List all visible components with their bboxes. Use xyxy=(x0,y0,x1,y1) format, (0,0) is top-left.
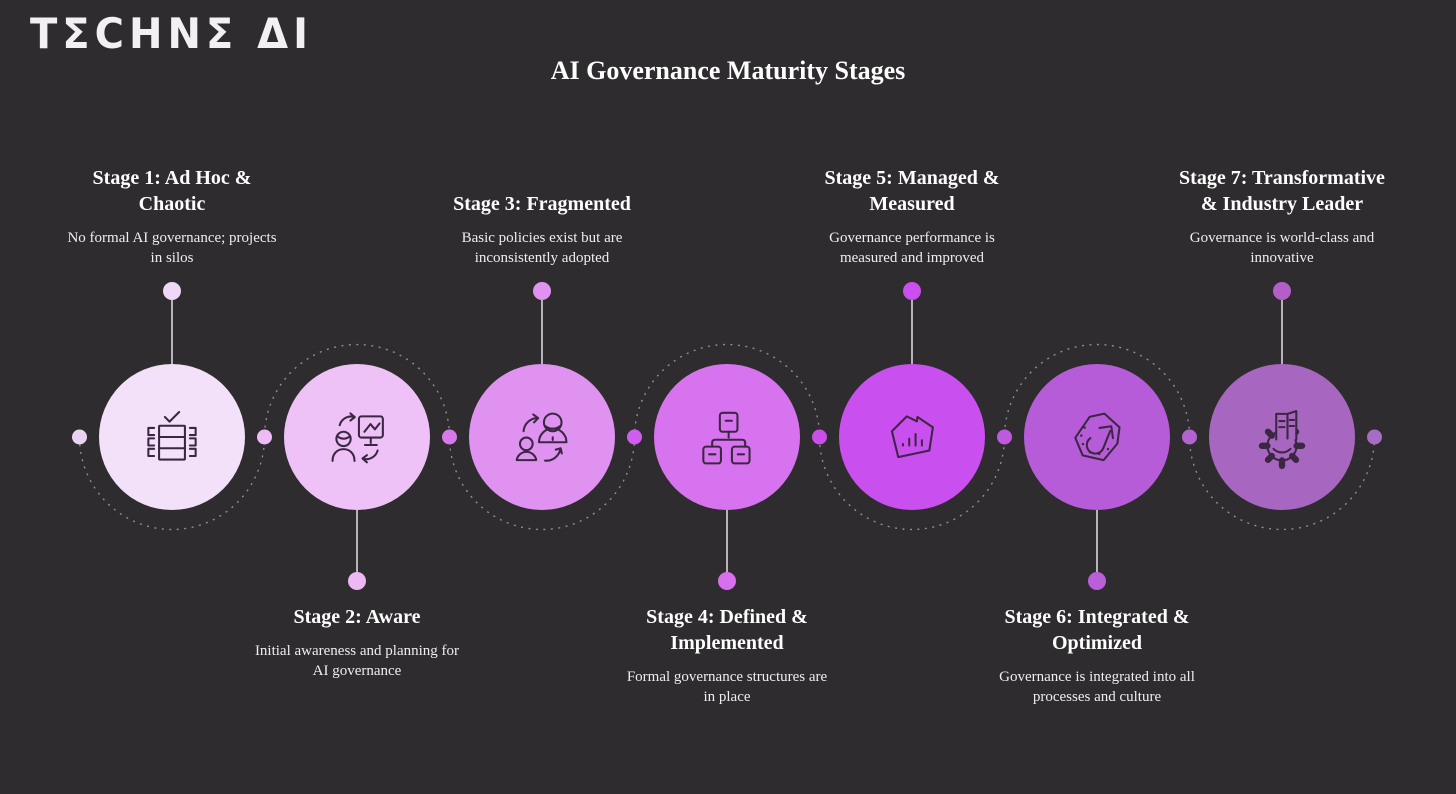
stem-dot xyxy=(903,282,921,300)
stem-dot xyxy=(348,572,366,590)
stage-description: Governance is world-class and innovative xyxy=(1189,229,1375,266)
stage-title: Stage 4: Defined & Implemented xyxy=(646,606,808,654)
connector-dot xyxy=(997,429,1012,445)
stage-description: Formal governance structures are in plac… xyxy=(626,669,828,706)
chart-gem-icon xyxy=(879,404,945,470)
stage-circle xyxy=(1024,364,1170,510)
stem-line xyxy=(1281,300,1283,364)
stage-description: Basic policies exist but are inconsisten… xyxy=(461,229,623,266)
stage-circle xyxy=(99,364,245,510)
stem-dot xyxy=(718,572,736,590)
audit-table-icon xyxy=(139,404,205,470)
stem-line xyxy=(171,300,173,364)
connector-dot xyxy=(257,429,272,445)
stage-title: Stage 7: Transformative & Industry Leade… xyxy=(1179,166,1385,215)
stage-title: Stage 6: Integrated & Optimized xyxy=(1004,606,1190,654)
people-exchange-icon xyxy=(509,404,575,470)
techne-ai-logo: TΣCHNΣ ΔI xyxy=(30,10,314,59)
connector-dot xyxy=(812,429,827,445)
connector-dot xyxy=(72,429,87,445)
stage-title: Stage 2: Aware xyxy=(293,606,421,628)
connector-dot xyxy=(1182,429,1197,445)
stage-label: Stage 4: Defined & Implemented Formal go… xyxy=(587,604,867,708)
stem-line xyxy=(726,510,728,572)
training-presentation-icon xyxy=(324,404,390,470)
stage-circle xyxy=(284,364,430,510)
stem-dot xyxy=(533,282,551,300)
stem-line xyxy=(911,300,913,364)
org-chart-icon xyxy=(694,404,760,470)
stage-label: Stage 1: Ad Hoc & Chaotic No formal AI g… xyxy=(32,140,312,268)
stage-description: Initial awareness and planning for AI go… xyxy=(254,643,460,680)
stage-title: Stage 1: Ad Hoc & Chaotic xyxy=(92,166,252,215)
stage-description: Governance performance is measured and i… xyxy=(829,229,995,266)
stage-label: Stage 2: Aware Initial awareness and pla… xyxy=(217,604,497,682)
stem-line xyxy=(541,300,543,364)
stem-dot xyxy=(1088,572,1106,590)
stage-circle xyxy=(1209,364,1355,510)
connector-dot xyxy=(1367,429,1382,445)
stage-title: Stage 3: Fragmented xyxy=(453,192,631,215)
connector-dot xyxy=(442,429,457,445)
gear-document-icon xyxy=(1249,404,1315,470)
growth-arrow-icon xyxy=(1064,404,1130,470)
stem-line xyxy=(1096,510,1098,572)
stage-circle xyxy=(654,364,800,510)
stage-label: Stage 7: Transformative & Industry Leade… xyxy=(1142,140,1422,268)
stage-title: Stage 5: Managed & Measured xyxy=(824,166,1000,215)
page-title: AI Governance Maturity Stages xyxy=(550,56,906,85)
stem-dot xyxy=(1273,282,1291,300)
connector-dot xyxy=(627,429,642,445)
stage-circle xyxy=(839,364,985,510)
stage-description: Governance is integrated into all proces… xyxy=(999,669,1195,706)
stem-line xyxy=(356,510,358,572)
stage-label: Stage 5: Managed & Measured Governance p… xyxy=(772,140,1052,268)
stage-circle xyxy=(469,364,615,510)
stage-description: No formal AI governance; projects in sil… xyxy=(67,229,277,266)
stage-label: Stage 3: Fragmented Basic policies exist… xyxy=(402,140,682,268)
stem-dot xyxy=(163,282,181,300)
stage-label: Stage 6: Integrated & Optimized Governan… xyxy=(957,604,1237,708)
